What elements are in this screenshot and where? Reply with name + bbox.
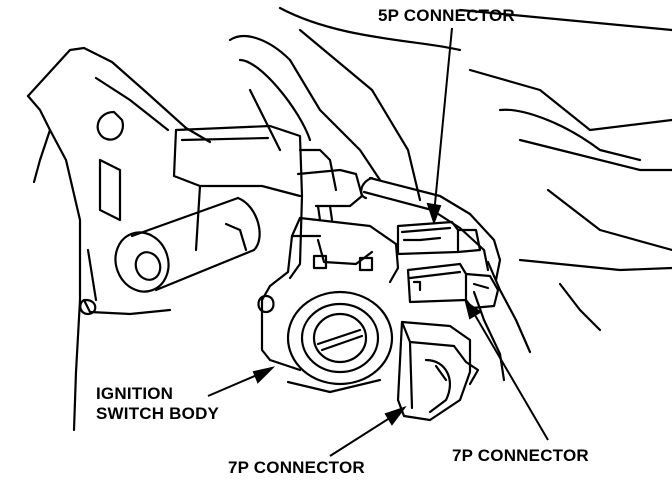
arrow-ignition-head [252, 366, 276, 384]
label-ignition-line1: IGNITION [96, 384, 174, 403]
body-panel [228, 6, 672, 332]
label-ignition-switch-body: IGNITION SWITCH BODY [96, 384, 219, 424]
arrow-7p-left [329, 413, 397, 457]
connector-7p-upper-shape [406, 262, 500, 310]
arrow-5p-head [426, 202, 442, 225]
column-shaft [114, 196, 261, 293]
arrow-7p-left-head [384, 406, 407, 426]
leader-arrows [207, 27, 549, 457]
ignition-switch-body [257, 216, 400, 394]
label-5p-connector: 5P CONNECTOR [378, 6, 515, 25]
label-7p-connector-right: 7P CONNECTOR [452, 446, 589, 465]
label-7p-connector-left: 7P CONNECTOR [228, 458, 365, 477]
column-bracket [26, 46, 212, 432]
lock-housing [172, 124, 364, 280]
wiring-harness [316, 176, 532, 382]
arrow-7p-right-head [464, 299, 482, 320]
label-ignition-line2: SWITCH BODY [96, 404, 220, 423]
arrow-5p [433, 27, 453, 215]
connector-5p-shape [396, 220, 482, 256]
connector-7p-lower-shape [396, 320, 480, 422]
arrow-7p-right [471, 309, 549, 441]
